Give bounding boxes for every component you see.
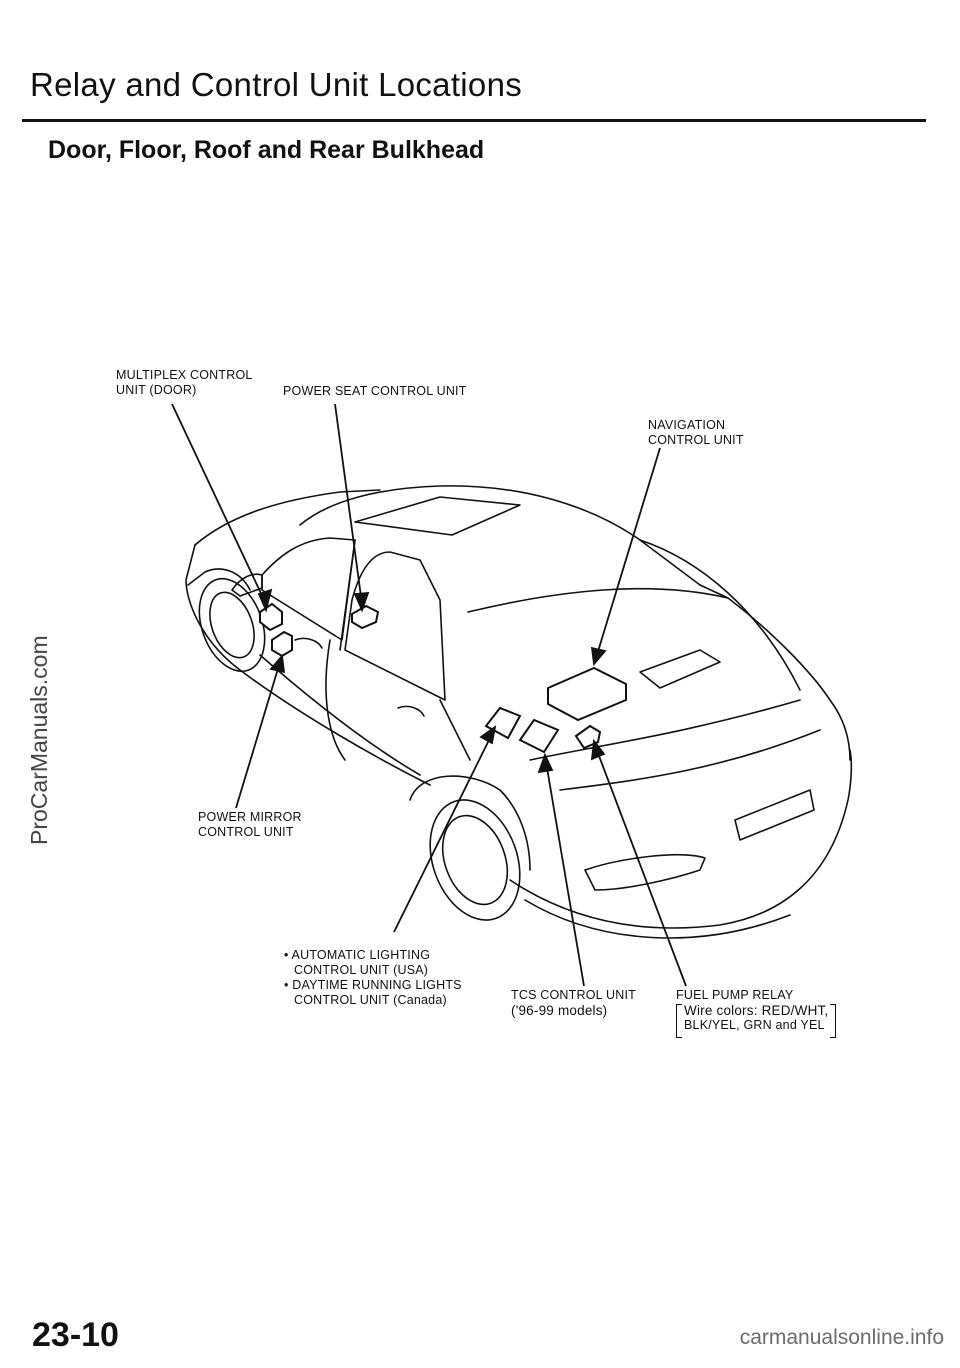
trunk-edge [639, 539, 801, 691]
footer-watermark: carmanualsonline.info [739, 1326, 944, 1349]
sunroof [354, 496, 521, 536]
rear-lamp [584, 854, 706, 891]
navigation-label: NAVIGATION CONTROL UNIT [648, 418, 744, 447]
rear-wheel [429, 799, 521, 921]
bracket-right [830, 1004, 836, 1038]
rear-door-window [344, 551, 446, 701]
lighting-leader [393, 733, 493, 933]
bracket-left [676, 1004, 682, 1038]
power-mirror-leader [235, 661, 281, 809]
power-mirror-unit-box [271, 630, 293, 658]
power-seat-unit-box [351, 604, 380, 630]
side-watermark: ProCarManuals.com [26, 635, 52, 845]
multiplex-leader [171, 403, 267, 605]
tcs-leader [545, 761, 585, 987]
rear-deck [467, 587, 729, 613]
title-rule [22, 119, 926, 122]
navigation-leader [595, 447, 661, 659]
automatic-lighting-label: • AUTOMATIC LIGHTING CONTROL UNIT (USA) … [284, 948, 462, 1007]
roof-outline [299, 485, 701, 586]
section-subtitle: Door, Floor, Roof and Rear Bulkhead [48, 136, 485, 164]
tcs-unit-box [518, 718, 560, 754]
power-seat-label: POWER SEAT CONTROL UNIT [283, 384, 467, 398]
power-mirror-label: POWER MIRROR CONTROL UNIT [198, 810, 302, 839]
power-seat-leader [334, 403, 363, 605]
page-title: Relay and Control Unit Locations [30, 66, 523, 103]
multiplex-label: MULTIPLEX CONTROL UNIT (DOOR) [116, 368, 253, 397]
fuel-pump-label: FUEL PUMP RELAY Wire colors: RED/WHT, BL… [676, 988, 829, 1032]
fuel-pump-leader [595, 747, 687, 987]
rear-bumper [509, 749, 853, 929]
tcs-label: TCS CONTROL UNIT ('96-99 models) [511, 988, 636, 1018]
page-number: 23-10 [32, 1316, 119, 1354]
navigation-unit-box [547, 666, 627, 722]
body-side [185, 544, 431, 786]
